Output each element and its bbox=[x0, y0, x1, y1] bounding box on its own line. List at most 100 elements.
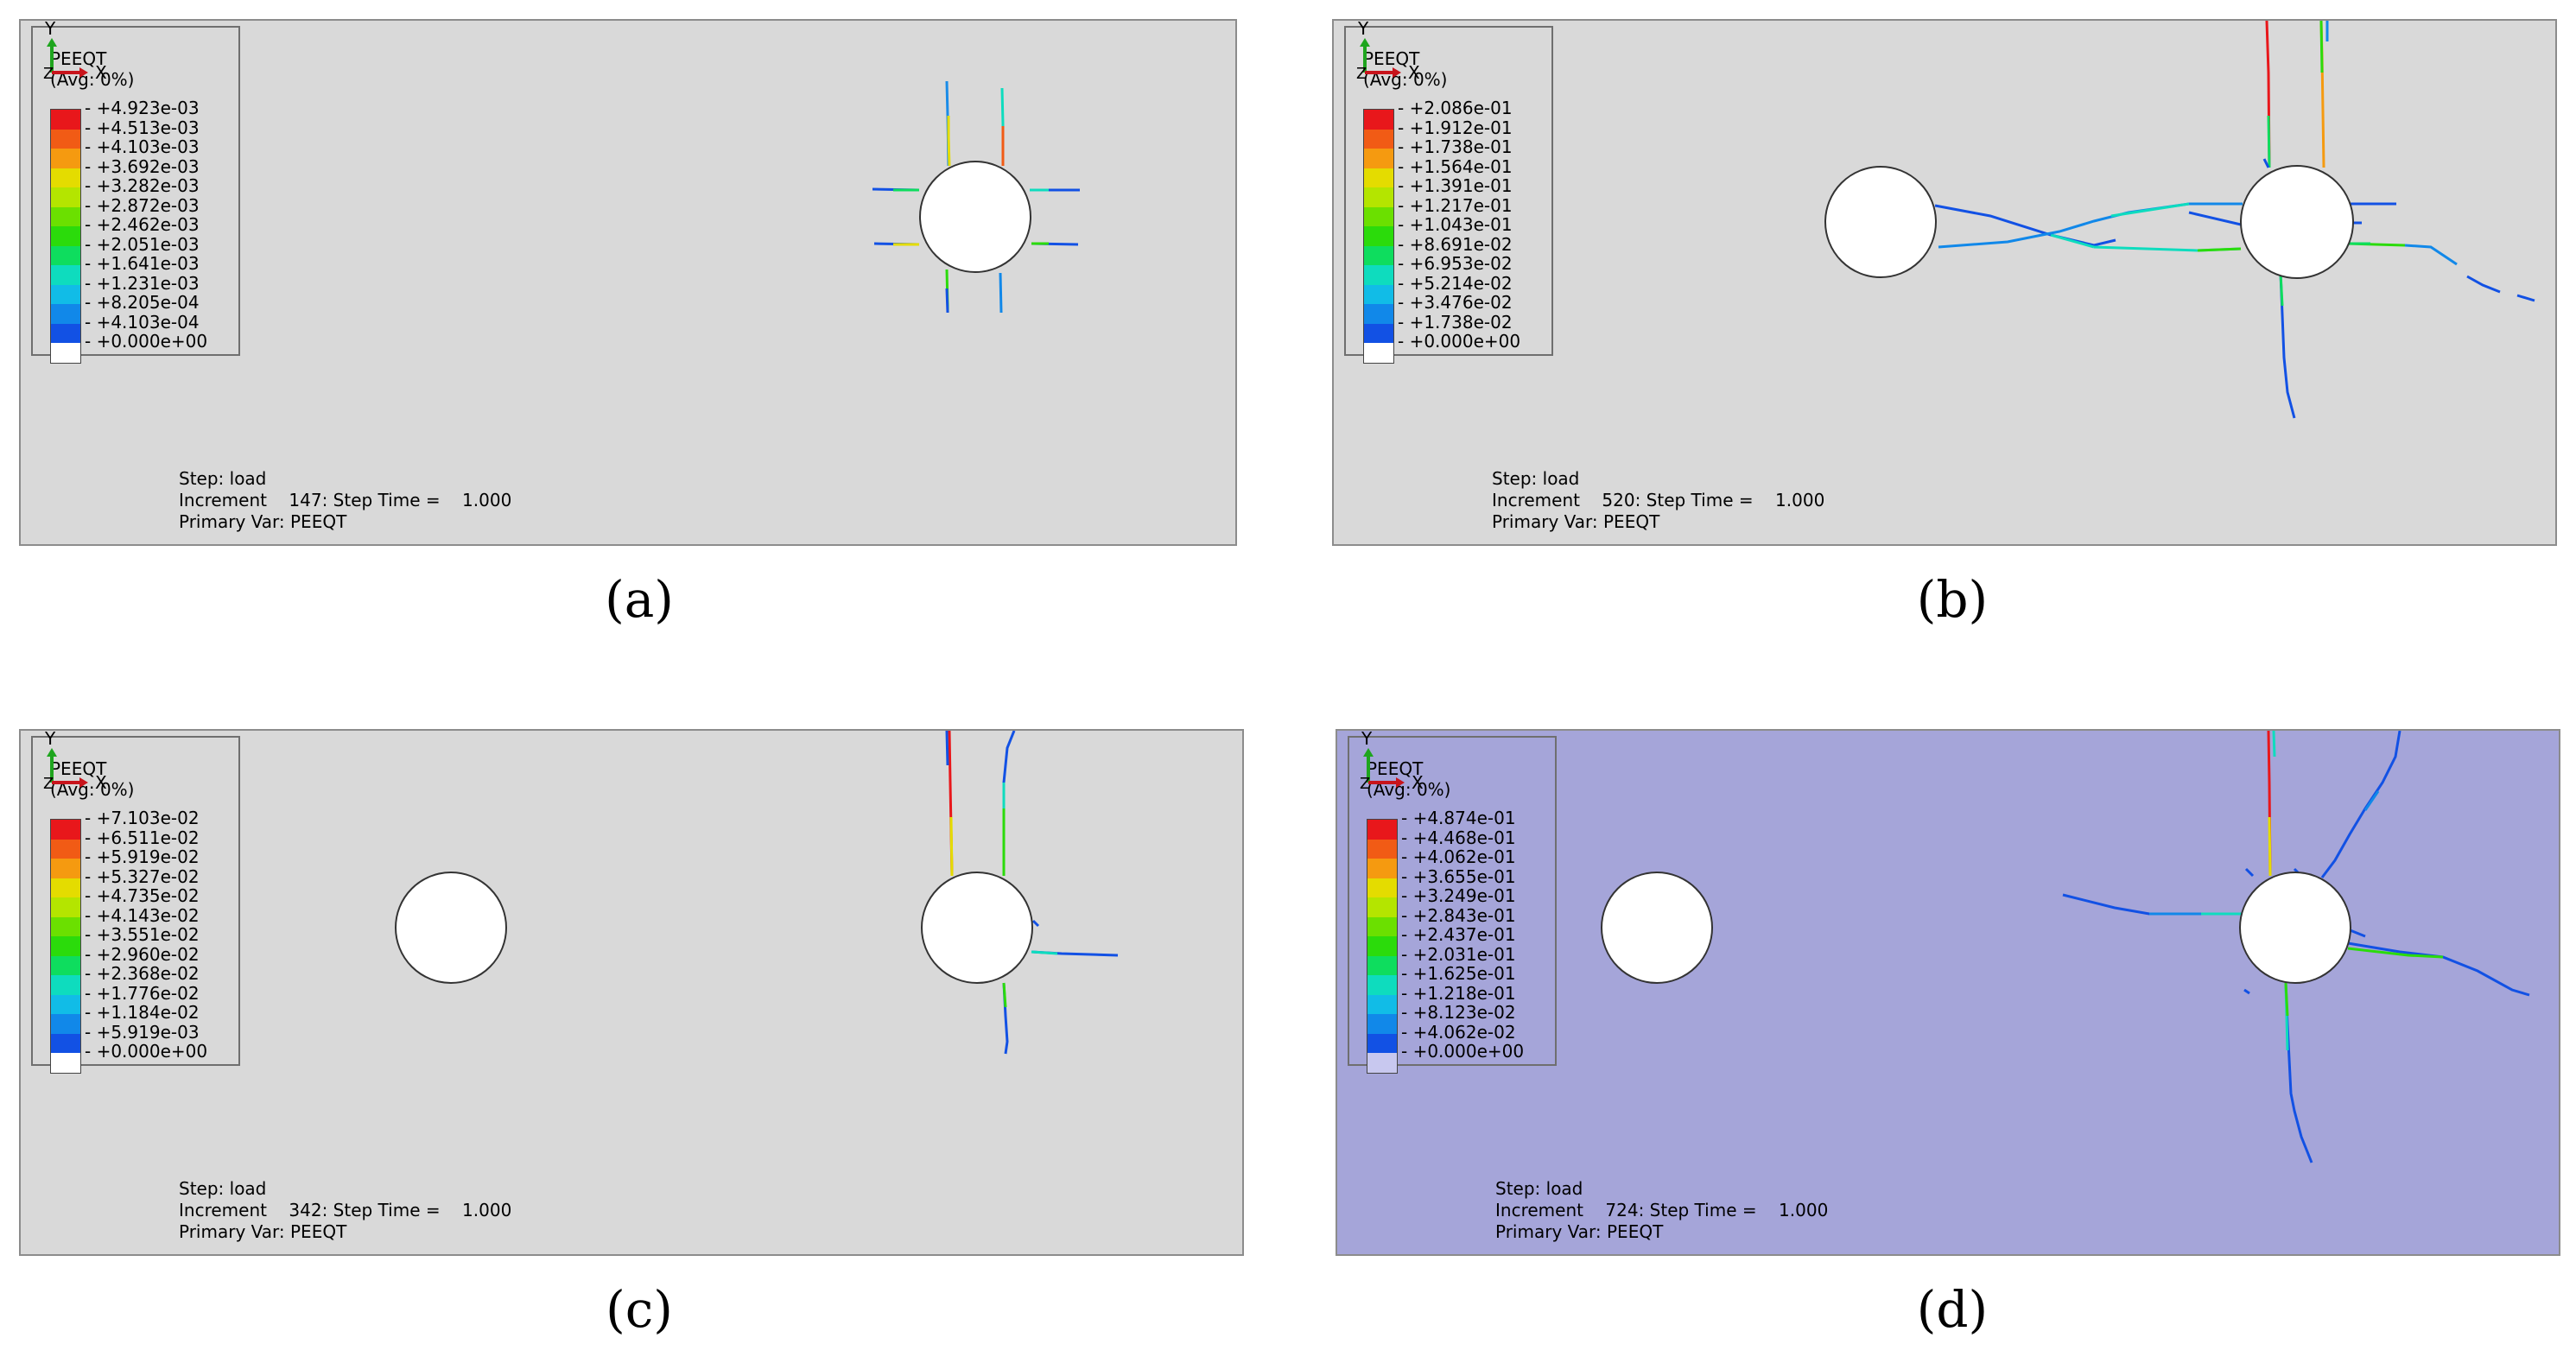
color-swatch bbox=[51, 323, 80, 343]
axis-x-label: X bbox=[1412, 772, 1424, 793]
color-swatch bbox=[1364, 226, 1393, 246]
color-swatch bbox=[51, 245, 80, 265]
step-line: Step: load bbox=[179, 1178, 267, 1199]
legend-value: - +1.231e-03 bbox=[85, 272, 200, 294]
legend-value: - +4.143e-02 bbox=[85, 904, 200, 926]
color-swatch bbox=[1364, 265, 1393, 285]
axis-y-label: Y bbox=[1357, 21, 1369, 39]
legend-value: - +5.919e-03 bbox=[85, 1021, 200, 1043]
color-swatch bbox=[1367, 1033, 1397, 1053]
axis-z-label: Z bbox=[43, 65, 54, 83]
color-swatch bbox=[51, 878, 80, 897]
legend-value: - +1.043e-01 bbox=[1398, 214, 1513, 235]
color-swatch bbox=[1367, 975, 1397, 995]
axis-z-label: Z bbox=[43, 775, 54, 793]
axis-x-label: X bbox=[95, 62, 107, 83]
color-swatch bbox=[51, 1053, 80, 1073]
contour-panel-a: PEEQT (Avg: 0%) - +4.923e-03- +4.513e-03… bbox=[19, 19, 1237, 546]
color-swatch bbox=[1367, 820, 1397, 840]
legend-value: - +5.919e-02 bbox=[85, 846, 200, 867]
color-swatch bbox=[1364, 110, 1393, 130]
color-swatch bbox=[51, 936, 80, 956]
legend-value: - +1.184e-02 bbox=[85, 1002, 200, 1023]
color-swatch bbox=[1367, 916, 1397, 936]
legend-values: - +7.103e-02- +6.511e-02- +5.919e-02 - +5… bbox=[85, 808, 207, 1062]
color-swatch bbox=[51, 994, 80, 1014]
legend-value: - +3.655e-01 bbox=[1401, 865, 1516, 887]
step-line: Step: load bbox=[1495, 1178, 1583, 1199]
legend-title: PEEQT bbox=[50, 48, 107, 69]
legend-value: - +1.564e-01 bbox=[1398, 155, 1513, 177]
color-swatch bbox=[1364, 168, 1393, 187]
axis-y-label: Y bbox=[44, 731, 56, 749]
color-legend: PEEQT (Avg: 0%) - +2.086e-01- +1.912e-01… bbox=[1344, 26, 1553, 364]
color-swatch bbox=[51, 897, 80, 917]
legend-value: - +7.103e-02 bbox=[85, 808, 200, 828]
color-bar bbox=[1363, 109, 1394, 364]
legend-value: - +5.214e-02 bbox=[1398, 272, 1513, 294]
legend-value: - +3.282e-03 bbox=[85, 175, 200, 196]
color-legend: PEEQT (Avg: 0%) - +4.874e-01- +4.468e-01… bbox=[1348, 736, 1557, 1074]
legend-title: PEEQT bbox=[1363, 48, 1420, 69]
primary-var-line: Primary Var: PEEQT bbox=[179, 511, 347, 532]
increment-line: Increment 520: Step Time = 1.000 bbox=[1492, 490, 1825, 510]
color-swatch bbox=[51, 1014, 80, 1034]
contour-panel-c: PEEQT (Avg: 0%) - +7.103e-02- +6.511e-02… bbox=[19, 729, 1244, 1256]
legend-value: - +4.062e-02 bbox=[1401, 1021, 1516, 1043]
legend-value: - +4.513e-03 bbox=[85, 117, 200, 138]
caption-b: (b) bbox=[1916, 570, 1989, 629]
legend-value: - +2.437e-01 bbox=[1401, 924, 1516, 945]
color-swatch bbox=[51, 820, 80, 840]
legend-value: - +2.872e-03 bbox=[85, 194, 200, 216]
legend-value: - +2.086e-01 bbox=[1398, 98, 1513, 118]
color-swatch bbox=[1364, 187, 1393, 207]
color-swatch bbox=[51, 859, 80, 878]
legend-value: - +2.960e-02 bbox=[85, 943, 200, 965]
contour-panel-d: PEEQT (Avg: 0%) - +4.874e-01- +4.468e-01… bbox=[1336, 729, 2560, 1256]
legend-value: - +6.953e-02 bbox=[1398, 253, 1513, 274]
color-swatch bbox=[51, 343, 80, 363]
color-legend: PEEQT (Avg: 0%) - +4.923e-03- +4.513e-03… bbox=[31, 26, 240, 364]
legend-value: - +0.000e+00 bbox=[1398, 331, 1521, 352]
legend-value: - +1.218e-01 bbox=[1401, 982, 1516, 1004]
color-swatch bbox=[1364, 206, 1393, 226]
legend-value: - +2.051e-03 bbox=[85, 233, 200, 255]
legend-value: - +0.000e+00 bbox=[85, 331, 208, 352]
color-swatch bbox=[51, 975, 80, 995]
legend-value: - +4.103e-04 bbox=[85, 311, 200, 333]
axis-x-label: X bbox=[95, 772, 107, 793]
legend-value: - +8.691e-02 bbox=[1398, 233, 1513, 255]
color-swatch bbox=[1367, 955, 1397, 975]
color-swatch bbox=[51, 187, 80, 207]
legend-value: - +8.123e-02 bbox=[1401, 1002, 1516, 1023]
legend-title: PEEQT bbox=[1367, 758, 1424, 779]
crack-plot-d bbox=[1601, 731, 2530, 1163]
color-swatch bbox=[51, 110, 80, 130]
increment-line: Increment 342: Step Time = 1.000 bbox=[179, 1200, 512, 1220]
legend-value: - +0.000e+00 bbox=[1401, 1041, 1525, 1062]
legend-value: - +4.874e-01 bbox=[1401, 808, 1516, 828]
legend-value: - +4.923e-03 bbox=[85, 98, 200, 118]
caption-a: (a) bbox=[605, 570, 674, 629]
legend-value: - +1.391e-01 bbox=[1398, 175, 1513, 196]
color-swatch bbox=[1364, 343, 1393, 363]
increment-line: Increment 147: Step Time = 1.000 bbox=[179, 490, 512, 510]
legend-value: - +3.551e-02 bbox=[85, 924, 200, 945]
legend-value: - +4.468e-01 bbox=[1401, 827, 1516, 848]
step-line: Step: load bbox=[1492, 468, 1580, 489]
color-swatch bbox=[51, 265, 80, 285]
color-swatch bbox=[1367, 878, 1397, 897]
legend-value: - +2.843e-01 bbox=[1401, 904, 1516, 926]
color-swatch bbox=[51, 1033, 80, 1053]
step-line: Step: load bbox=[179, 468, 267, 489]
contour-panel-b: PEEQT (Avg: 0%) - +2.086e-01- +1.912e-01… bbox=[1332, 19, 2557, 546]
color-swatch bbox=[51, 304, 80, 324]
legend-value: - +6.511e-02 bbox=[85, 827, 200, 848]
color-swatch bbox=[1367, 994, 1397, 1014]
color-bar bbox=[1367, 819, 1398, 1074]
legend-value: - +1.738e-01 bbox=[1398, 136, 1513, 157]
legend-value: - +8.205e-04 bbox=[85, 292, 200, 313]
